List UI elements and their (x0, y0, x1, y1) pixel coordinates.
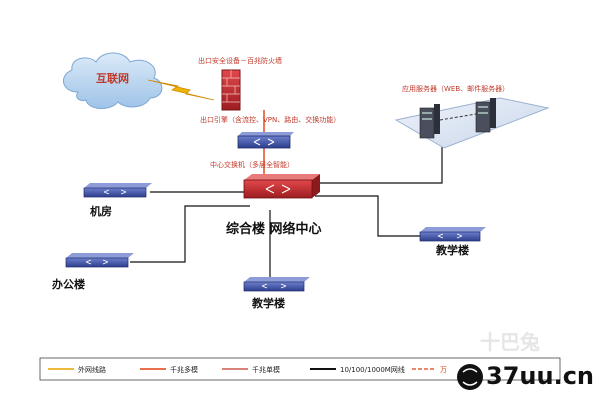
watermark-subtext: 十巴兔 (480, 330, 540, 354)
firewall-label: 出口安全设备－百兆防火墙 (198, 57, 282, 65)
machine-room-label: 机房 (90, 205, 112, 218)
link-core-office (130, 205, 250, 263)
router-icon (237, 132, 294, 149)
router-label: 出口引擎（含流控、VPN、路由、交换功能） (200, 116, 341, 124)
legend-label-gigabit-multi: 千兆多模 (170, 366, 198, 374)
legend-label-gigabit-single: 千兆单模 (252, 366, 280, 374)
firewall-icon (221, 69, 241, 111)
core-switch-label: 中心交换机（多层全智能） (210, 161, 294, 169)
core-switch-icon (243, 174, 320, 199)
internet-cloud (63, 52, 163, 109)
teaching-building-left-label: 教学楼 (252, 297, 285, 310)
links (130, 110, 443, 282)
switch-icon-teaching-right (419, 227, 486, 242)
watermark-text: 37uu.cn (486, 362, 594, 390)
external-link-lightning-icon (147, 79, 215, 101)
server-icon (475, 98, 496, 133)
watermark (457, 364, 483, 390)
server-label: 应用服务器（WEB、邮件服务器） (402, 85, 510, 93)
legend-label-copper: 10/100/1000M网线 (340, 366, 405, 374)
teaching-building-right-label: 教学楼 (436, 244, 469, 257)
switch-icon-teaching-left (243, 277, 310, 292)
server-icon (419, 104, 440, 139)
link-core-server (318, 146, 443, 184)
legend (39, 357, 561, 381)
office-label: 办公楼 (52, 278, 85, 291)
link-core-teaching-right (315, 195, 420, 237)
network-center-label: 综合楼 网络中心 (226, 222, 322, 237)
legend-label-other: 万 (440, 366, 447, 374)
switch-icon-office (65, 253, 134, 268)
internet-label: 互联网 (96, 72, 129, 85)
server-cluster (394, 97, 550, 149)
legend-label-external: 外网线路 (78, 366, 106, 374)
switch-icon-machine-room (83, 183, 152, 198)
